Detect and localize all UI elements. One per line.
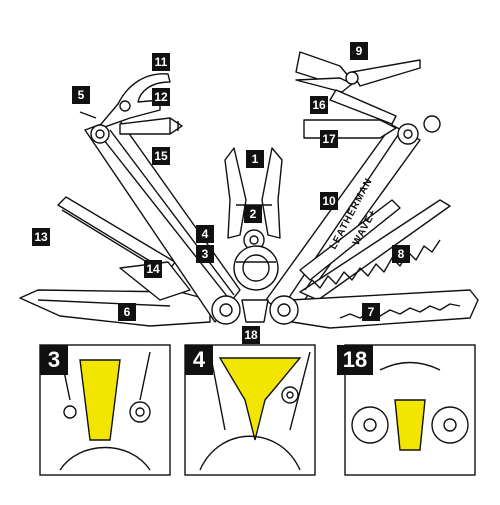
- label-15: 15: [152, 147, 170, 165]
- label-7: 7: [362, 303, 380, 321]
- label-10: 10: [320, 192, 338, 210]
- file-10: [299, 199, 401, 281]
- inset-label-4: 4: [185, 345, 213, 375]
- label-1: 1: [246, 150, 264, 168]
- tool-17: [303, 119, 397, 139]
- label-14: 14: [144, 260, 162, 278]
- label-11: 11: [152, 53, 170, 71]
- inset-label-3: 3: [40, 345, 68, 375]
- label-13: 13: [32, 228, 50, 246]
- label-4: 4: [196, 225, 214, 243]
- label-9: 9: [350, 42, 368, 60]
- label-3: 3: [196, 245, 214, 263]
- label-16: 16: [310, 96, 328, 114]
- saw-8: [299, 199, 451, 301]
- knife-blade-6: [19, 289, 211, 327]
- opener-11-12: [95, 73, 171, 131]
- pliers-1b: [261, 147, 283, 239]
- label-8: 8: [392, 245, 410, 263]
- inset-label-18: 18: [337, 345, 373, 375]
- label-12: 12: [152, 88, 170, 106]
- label-5: 5: [72, 86, 90, 104]
- label-6: 6: [118, 303, 136, 321]
- label-2: 2: [244, 205, 262, 223]
- tool-16: [329, 89, 397, 125]
- inset-18: [344, 344, 476, 476]
- label-17: 17: [320, 130, 338, 148]
- inset-4: [184, 344, 316, 476]
- label-18: 18: [242, 326, 260, 344]
- bit-15: [119, 117, 183, 135]
- pliers-1: [224, 147, 247, 239]
